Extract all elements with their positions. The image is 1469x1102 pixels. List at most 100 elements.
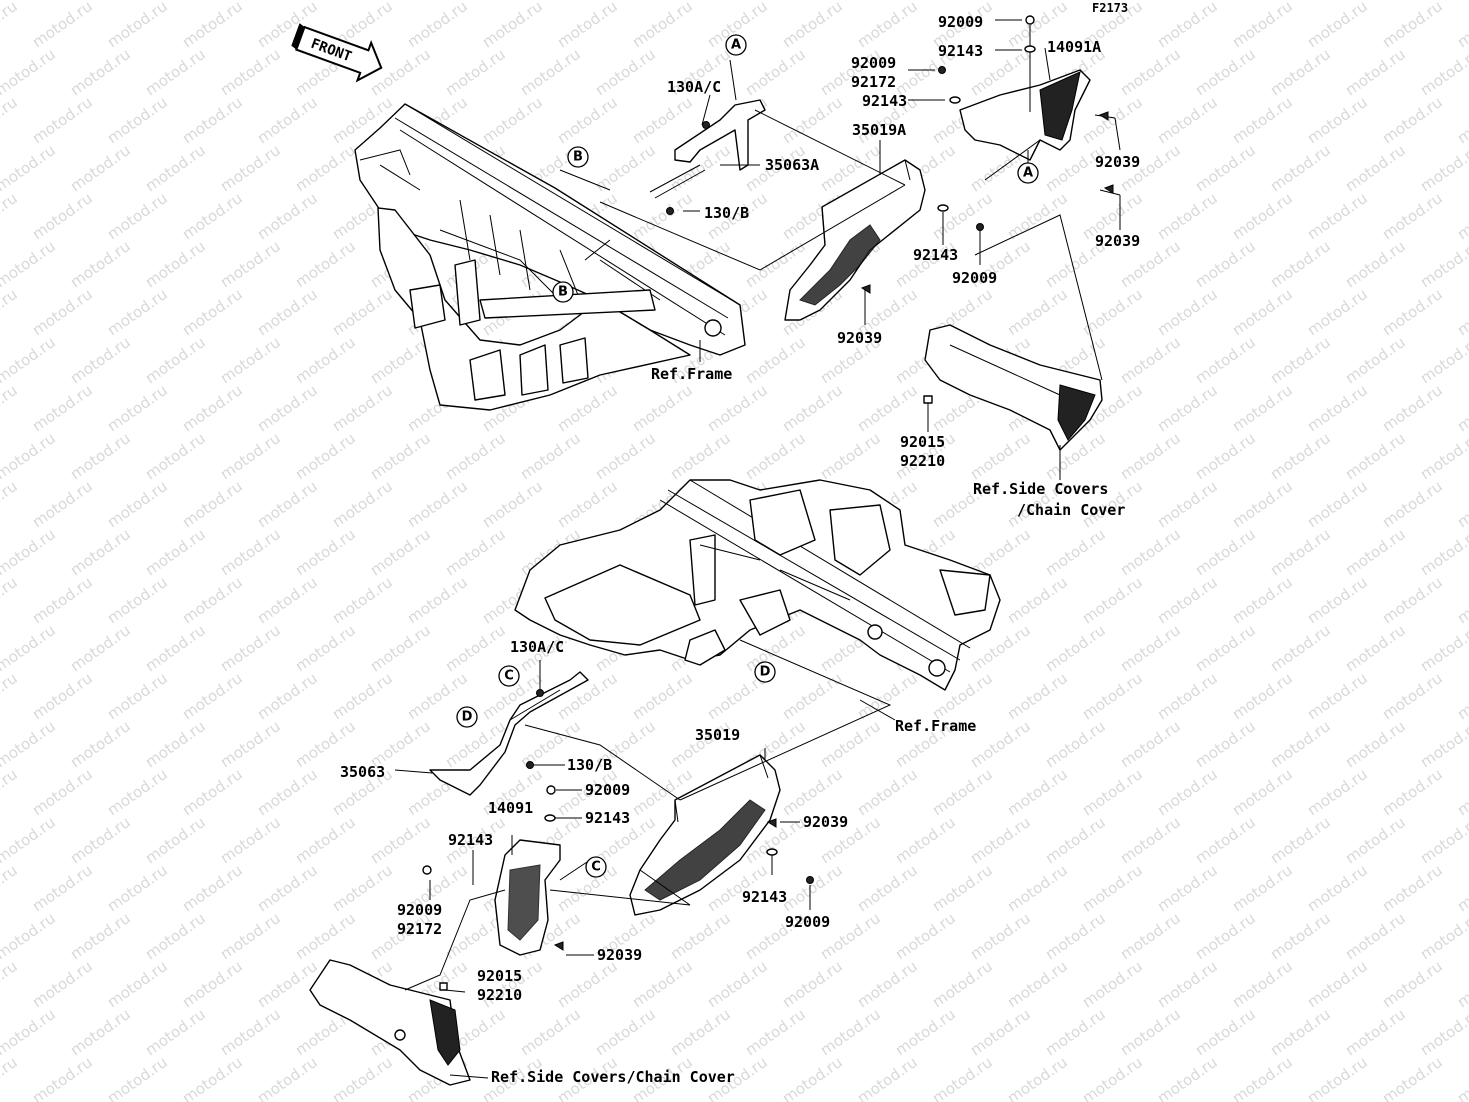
watermark-text: motod.ru <box>967 909 1034 963</box>
lower-guard-35019 <box>629 754 781 916</box>
upper-frame-drawing <box>354 103 746 411</box>
watermark-text: motod.ru <box>1192 141 1259 195</box>
watermark-text: motod.ru <box>517 429 584 483</box>
watermark-text: motod.ru <box>367 429 434 483</box>
watermark-text: motod.ru <box>1379 669 1446 723</box>
lower-ref-markers: C D D C <box>456 661 776 878</box>
watermark-text: motod.ru <box>1229 189 1296 243</box>
watermark-text: motod.ru <box>1304 477 1371 531</box>
watermark-text: motod.ru <box>1267 429 1334 483</box>
watermark-text: motod.ru <box>1342 333 1409 387</box>
watermark-text: motod.ru <box>1454 189 1469 243</box>
watermark-text: motod.ru <box>104 573 171 627</box>
watermark-text: motod.ru <box>1229 957 1296 1011</box>
part-label: 14091A <box>1047 38 1101 56</box>
watermark-text: motod.ru <box>1079 765 1146 819</box>
watermark-text: motod.ru <box>29 1053 96 1102</box>
watermark-text: motod.ru <box>1117 1005 1184 1059</box>
part-label: 92143 <box>448 831 493 849</box>
watermark-text: motod.ru <box>1079 861 1146 915</box>
watermark-text: motod.ru <box>854 381 921 435</box>
watermark-text: motod.ru <box>104 1053 171 1102</box>
watermark-text: motod.ru <box>1304 381 1371 435</box>
upper-cover-14091A <box>959 69 1091 161</box>
watermark-text: motod.ru <box>292 621 359 675</box>
watermark-text: motod.ru <box>1079 1053 1146 1102</box>
watermark-text: motod.ru <box>929 861 996 915</box>
part-label: 92143 <box>862 92 907 110</box>
watermark-text: motod.ru <box>1154 1053 1221 1102</box>
watermark-text: motod.ru <box>29 957 96 1011</box>
watermark-text: motod.ru <box>217 141 284 195</box>
upper-side-cover <box>924 324 1103 451</box>
watermark-text: motod.ru <box>1117 909 1184 963</box>
watermark-text: motod.ru <box>892 1005 959 1059</box>
watermark-text: motod.ru <box>254 285 321 339</box>
watermark-text: motod.ru <box>0 525 59 579</box>
watermark-text: motod.ru <box>1342 429 1409 483</box>
lower-frame-drawing <box>514 479 1001 691</box>
watermark-text: motod.ru <box>1304 765 1371 819</box>
watermark-text: motod.ru <box>254 189 321 243</box>
watermark-text: motod.ru <box>1042 621 1109 675</box>
watermark-text: motod.ru <box>1192 717 1259 771</box>
watermark-text: motod.ru <box>1379 765 1446 819</box>
watermark-text: motod.ru <box>29 861 96 915</box>
watermark-text: motod.ru <box>217 429 284 483</box>
watermark-text: motod.ru <box>67 1005 134 1059</box>
watermark-text: motod.ru <box>629 957 696 1011</box>
watermark-text: motod.ru <box>929 765 996 819</box>
watermark-text: motod.ru <box>1229 861 1296 915</box>
watermark-text: motod.ru <box>104 285 171 339</box>
watermark-text: motod.ru <box>629 669 696 723</box>
watermark-text: motod.ru <box>0 957 21 1011</box>
part-label: Ref.Side Covers <box>973 480 1108 498</box>
watermark-text: motod.ru <box>404 0 471 51</box>
watermark-text: motod.ru <box>629 189 696 243</box>
watermark-text: motod.ru <box>179 765 246 819</box>
watermark-text: motod.ru <box>742 45 809 99</box>
watermark-text: motod.ru <box>254 765 321 819</box>
watermark-text: motod.ru <box>1304 957 1371 1011</box>
watermark-text: motod.ru <box>629 381 696 435</box>
watermark-text: motod.ru <box>629 0 696 51</box>
watermark-text: motod.ru <box>779 765 846 819</box>
watermark-text: motod.ru <box>1117 333 1184 387</box>
watermark-text: motod.ru <box>1004 765 1071 819</box>
watermark-text: motod.ru <box>1379 381 1446 435</box>
lower-bracket-35063 <box>429 671 589 796</box>
watermark-text: motod.ru <box>1117 813 1184 867</box>
watermark-text: motod.ru <box>854 0 921 51</box>
part-label: Ref.Frame <box>895 717 976 735</box>
watermark-text: motod.ru <box>254 861 321 915</box>
watermark-text: motod.ru <box>554 477 621 531</box>
watermark-text: motod.ru <box>1417 621 1469 675</box>
watermark-text: motod.ru <box>67 333 134 387</box>
watermark-text: motod.ru <box>554 669 621 723</box>
ref-marker-c <box>585 856 607 878</box>
rivet-icon <box>860 284 871 294</box>
watermark-text: motod.ru <box>1154 381 1221 435</box>
watermark-text: motod.ru <box>104 669 171 723</box>
part-label: 92039 <box>803 813 848 831</box>
part-label: 92143 <box>938 42 983 60</box>
watermark-text: motod.ru <box>104 189 171 243</box>
watermark-text: motod.ru <box>67 621 134 675</box>
screw-icon <box>1025 15 1035 25</box>
watermark-text: motod.ru <box>1004 669 1071 723</box>
watermark-text: motod.ru <box>179 285 246 339</box>
watermark-text: motod.ru <box>1117 45 1184 99</box>
watermark-text: motod.ru <box>292 429 359 483</box>
watermark-text: motod.ru <box>329 861 396 915</box>
watermark-text: motod.ru <box>1379 477 1446 531</box>
watermark-text: motod.ru <box>1342 621 1409 675</box>
watermark-text: motod.ru <box>1042 909 1109 963</box>
watermark-text: motod.ru <box>1417 0 1469 3</box>
watermark-text: motod.ru <box>554 0 621 51</box>
watermark-text: motod.ru <box>1117 717 1184 771</box>
watermark-text: motod.ru <box>1267 45 1334 99</box>
watermark-text: motod.ru <box>329 285 396 339</box>
watermark-text: motod.ru <box>1154 669 1221 723</box>
watermark-text: motod.ru <box>1304 93 1371 147</box>
